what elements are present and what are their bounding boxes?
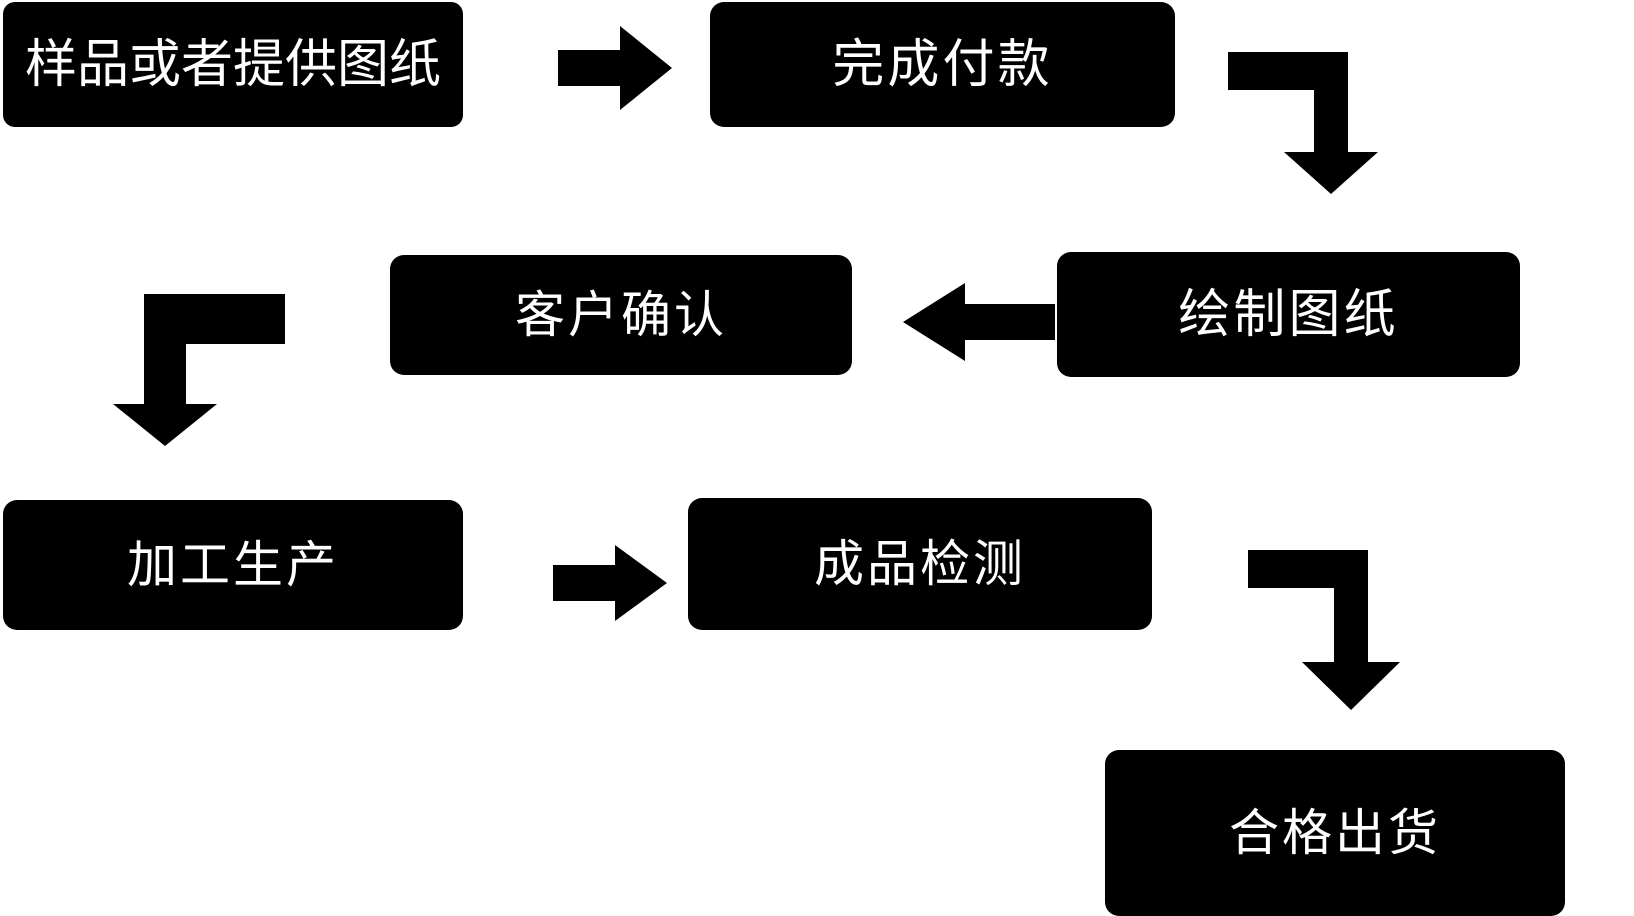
flow-node-complete-payment[interactable]: 完成付款 xyxy=(710,2,1175,127)
flow-node-qualified-shipment[interactable]: 合格出货 xyxy=(1105,750,1565,916)
flow-node-label: 加工生产 xyxy=(127,537,339,593)
arrow-elbow-right-down-glyph xyxy=(1228,52,1378,194)
flow-node-label: 绘制图纸 xyxy=(1178,285,1399,344)
flow-node-label: 样品或者提供图纸 xyxy=(24,35,441,94)
flow-node-sample-or-drawing[interactable]: 样品或者提供图纸 xyxy=(3,2,463,127)
arrow-elbow-right-down-icon xyxy=(1228,52,1394,194)
flow-node-production[interactable]: 加工生产 xyxy=(3,500,463,630)
arrow-left-icon xyxy=(903,283,1055,361)
arrow-left-glyph xyxy=(903,283,1055,361)
flow-node-label: 完成付款 xyxy=(832,35,1053,94)
flow-node-product-inspection[interactable]: 成品检测 xyxy=(688,498,1152,630)
flow-node-label: 客户确认 xyxy=(515,287,727,343)
arrow-elbow-left-down-icon xyxy=(113,294,285,446)
flow-node-label: 成品检测 xyxy=(814,536,1026,592)
arrow-right-icon xyxy=(553,545,667,621)
arrow-elbow-right-down-icon xyxy=(1248,550,1414,710)
arrow-right-glyph xyxy=(558,26,672,110)
arrow-elbow-right-down-glyph xyxy=(1248,550,1400,710)
flow-node-draw-drawing[interactable]: 绘制图纸 xyxy=(1057,252,1520,377)
flow-node-customer-confirm[interactable]: 客户确认 xyxy=(390,255,852,375)
arrow-right-icon xyxy=(558,26,672,110)
arrow-right-glyph xyxy=(553,545,667,621)
arrow-elbow-left-down-glyph xyxy=(113,294,285,446)
flow-node-label: 合格出货 xyxy=(1229,805,1441,861)
